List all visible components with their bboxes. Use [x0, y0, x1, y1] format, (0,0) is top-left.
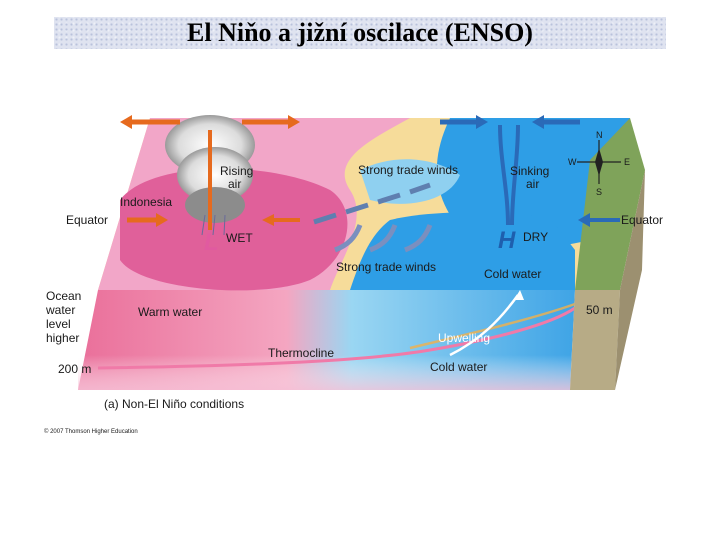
- depth-50-label: 50 m: [586, 303, 613, 317]
- dry-label: DRY: [523, 230, 548, 244]
- wet-label: WET: [226, 231, 253, 245]
- depth-200-label: 200 m: [58, 362, 91, 376]
- equator-right-label: Equator: [621, 213, 663, 227]
- rising-air-label-line1: Rising: [220, 164, 253, 178]
- compass-west: W: [568, 157, 577, 167]
- svg-text:Ocean water level: Ocean water level higher: [45, 289, 85, 345]
- page-title: El Niňo a jižní oscilace (ENSO): [54, 18, 666, 48]
- copyright: © 2007 Thomson Higher Education: [44, 428, 138, 435]
- ocean-level-line3: level: [46, 317, 71, 331]
- low-pressure-symbol: L: [204, 229, 219, 256]
- cold-water-deep-label: Cold water: [430, 360, 487, 374]
- indonesia-label: Indonesia: [120, 195, 172, 209]
- caption: (a) Non-El Niño conditions: [104, 397, 244, 411]
- sinking-air-label-line2: air: [526, 177, 539, 191]
- warm-water-label: Warm water: [138, 305, 202, 319]
- trade-winds-top-label: Strong trade winds: [358, 163, 458, 177]
- trade-winds-bottom-label: Strong trade winds: [336, 260, 436, 274]
- high-pressure-symbol: H: [498, 227, 516, 254]
- equator-left-label: Equator: [66, 213, 108, 227]
- thermocline-label: Thermocline: [268, 346, 334, 360]
- title-banner: El Niňo a jižní oscilace (ENSO): [54, 17, 666, 49]
- compass-east: E: [624, 157, 630, 167]
- ocean-level-line1: Ocean: [46, 289, 81, 303]
- sinking-air-label-line1: Sinking: [510, 164, 549, 178]
- rising-air-label-line2: air: [228, 177, 241, 191]
- compass-south: S: [596, 187, 602, 197]
- ocean-level-line4: higher: [46, 331, 79, 345]
- compass-north: N: [596, 130, 603, 140]
- ocean-level-line2: water: [45, 303, 75, 317]
- upwelling-label: Upwelling: [438, 331, 490, 345]
- cold-water-surface-label: Cold water: [484, 267, 541, 281]
